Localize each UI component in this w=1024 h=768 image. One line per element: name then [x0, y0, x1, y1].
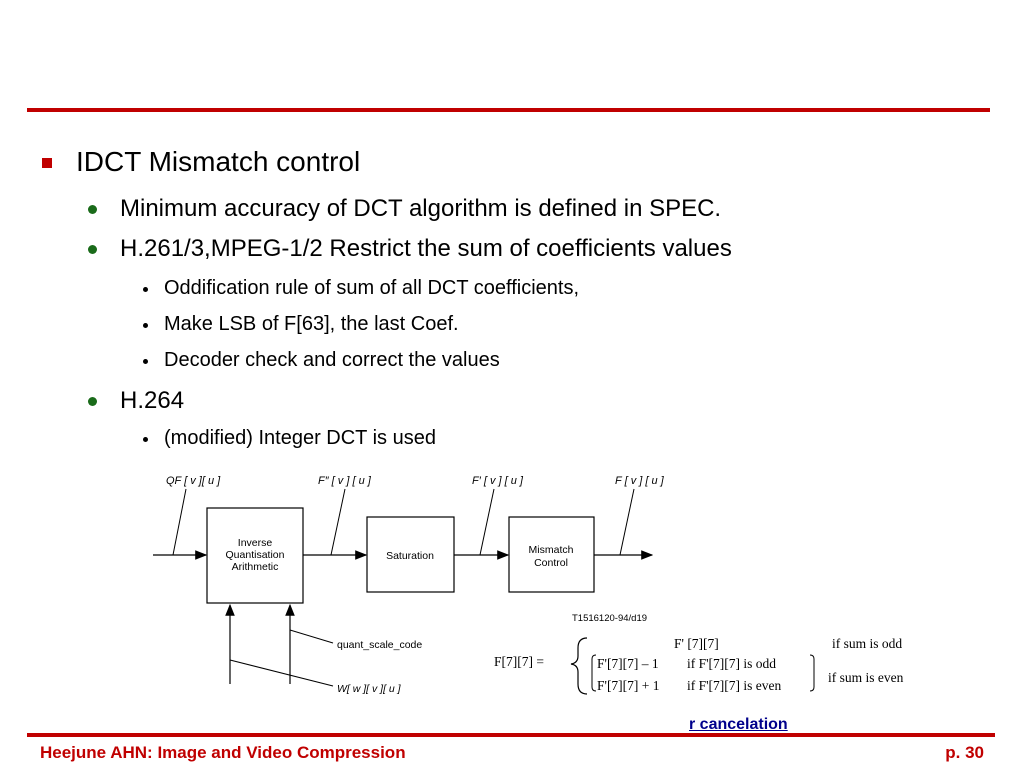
leader-line [479, 488, 495, 556]
inverse-label-line2: Quantisation [226, 549, 285, 561]
formula-case2a: F'[7][7] – 1 [597, 656, 659, 671]
formula-case2-condition: if sum is even [828, 670, 904, 685]
footer-course-title: Heejune AHN: Image and Video Compression [40, 743, 406, 762]
bullet-idct-mismatch: IDCT Mismatch control [76, 146, 361, 177]
formula-lhs: F[7][7] = [494, 654, 544, 669]
weight-matrix-label: W[ w ][ v ][ u ] [337, 683, 402, 695]
sub-bullet-lsb: Make LSB of F[63], the last Coef. [164, 313, 459, 335]
bullet-restrict: H.261/3,MPEG-1/2 Restrict the sum of coe… [120, 235, 732, 262]
round-bullet-icon [88, 397, 97, 406]
small-bullet-icon [143, 437, 148, 442]
sub-bullet-oddification: Oddification rule of sum of all DCT coef… [164, 277, 579, 299]
top-divider [27, 108, 990, 112]
leader-line [289, 629, 334, 644]
qf-label: QF [ v ][ u ] [166, 475, 221, 487]
formula-case1-condition: if sum is odd [832, 636, 902, 651]
formula-case1: F' [7][7] [674, 636, 719, 651]
small-bullet-icon [143, 287, 148, 292]
formula-case2b: F'[7][7] + 1 [597, 678, 660, 693]
big-brace [570, 637, 588, 695]
sub-bullet-integer-dct: (modified) Integer DCT is used [164, 427, 436, 449]
square-bullet-icon [42, 158, 52, 168]
leader-line [229, 659, 334, 687]
leader-line [330, 488, 346, 556]
f-double-prime-label: F″ [ v ] [ u ] [318, 475, 372, 487]
mismatch-label-line2: Control [534, 557, 568, 569]
mismatch-label-line1: Mismatch [529, 544, 574, 556]
small-bullet-icon [143, 323, 148, 328]
small-bullet-icon [143, 359, 148, 364]
bullet-h264: H.264 [120, 387, 185, 414]
footer-page-number: p. 30 [945, 743, 984, 762]
formula-case2a-condition: if F'[7][7] is odd [687, 656, 776, 671]
figure-id: T1516120-94/d19 [572, 613, 647, 624]
round-bullet-icon [88, 245, 97, 254]
inverse-label-line3: Arithmetic [232, 561, 279, 573]
inner-bracket-left [591, 654, 597, 692]
bottom-divider [27, 733, 995, 737]
leader-line [619, 488, 635, 556]
f-label: F [ v ] [ u ] [615, 475, 665, 487]
inner-bracket-right [809, 654, 815, 692]
sub-bullet-decoder: Decoder check and correct the values [164, 349, 500, 371]
formula-case2b-condition: if F'[7][7] is even [687, 678, 782, 693]
leader-line [172, 488, 187, 556]
bullet-accuracy: Minimum accuracy of DCT algorithm is def… [120, 195, 722, 222]
round-bullet-icon [88, 205, 97, 214]
inverse-label-line1: Inverse [238, 537, 273, 549]
quant-scale-code-label: quant_scale_code [337, 639, 422, 651]
saturation-label: Saturation [386, 550, 434, 562]
cancelation-link[interactable]: r cancelation [689, 716, 788, 733]
f-prime-label: F′ [ v ] [ u ] [472, 475, 524, 487]
